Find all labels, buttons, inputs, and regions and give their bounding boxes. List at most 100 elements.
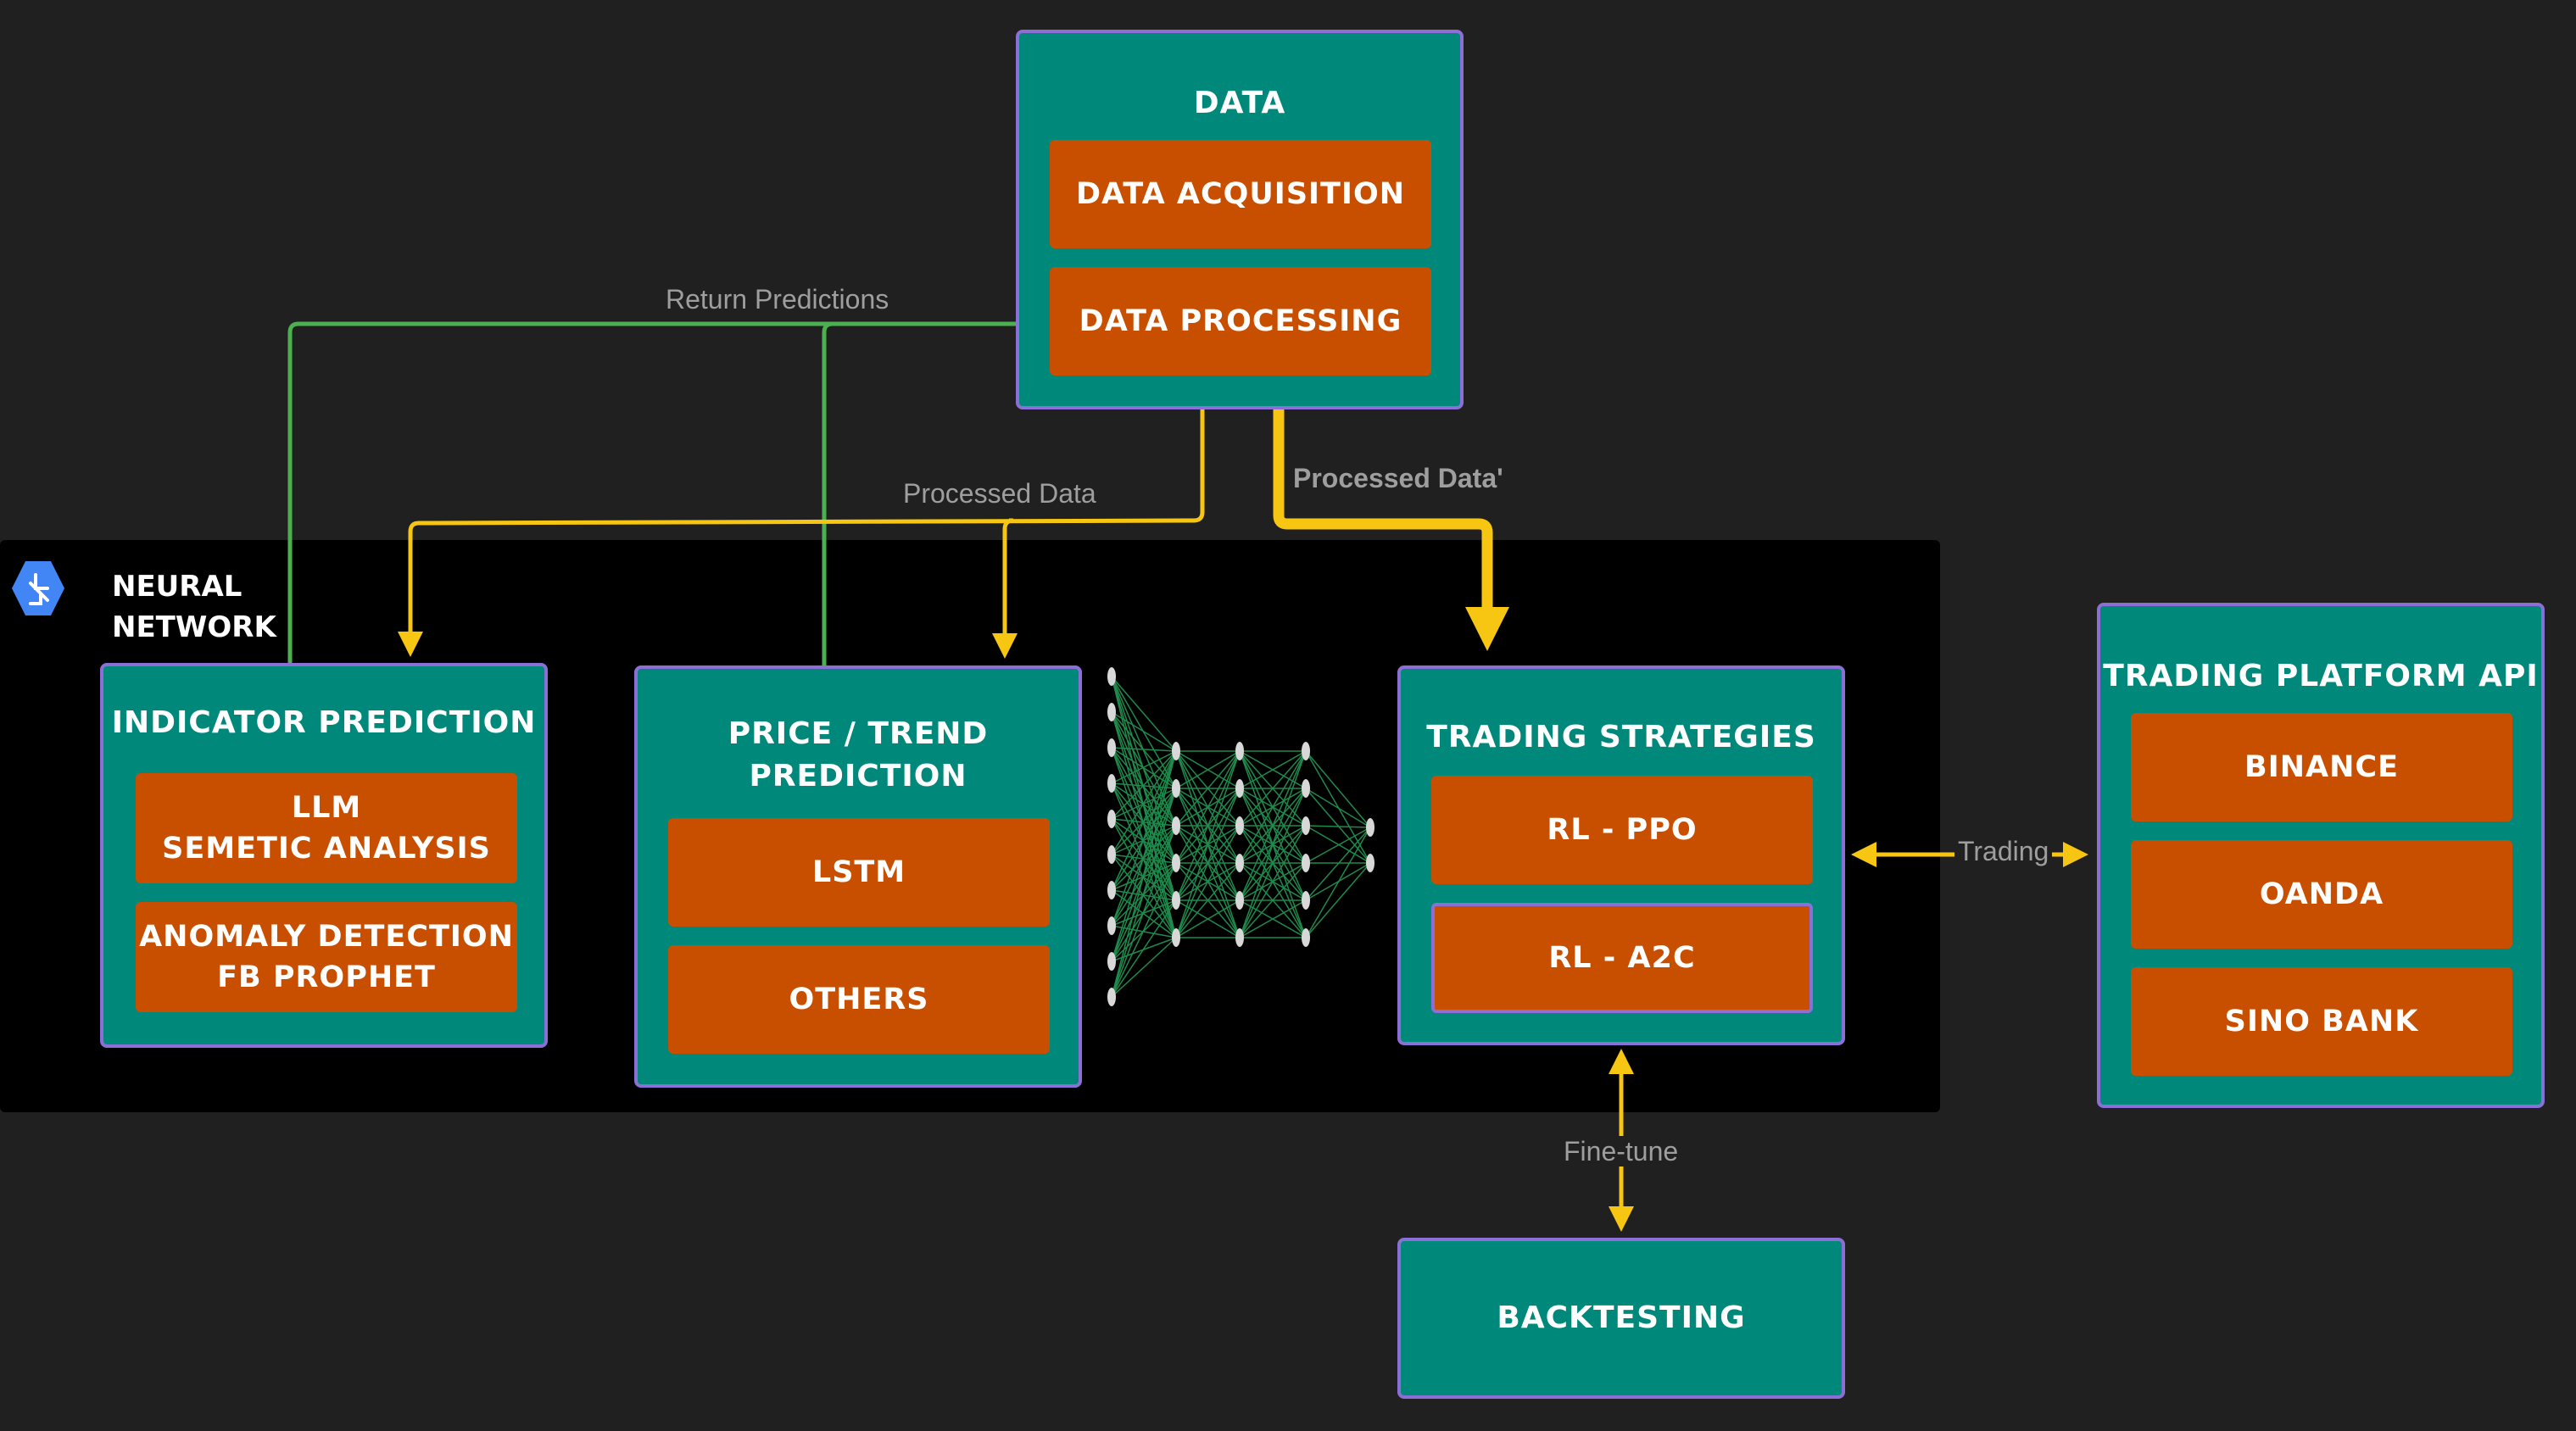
processed-data-prime-label: Processed Data' <box>1293 463 1503 493</box>
processed-data-arrow-indicator <box>398 377 1205 657</box>
data-processing-item: DATA PROCESSING <box>1050 267 1431 376</box>
nn-connection <box>1111 937 1177 998</box>
nn-node <box>1172 854 1180 872</box>
nn-node <box>1302 854 1310 872</box>
processed-data-arrow-price <box>992 518 1018 659</box>
neural-network-graphic <box>1107 667 1374 1006</box>
nn-connection <box>1239 899 1307 938</box>
indicator-prediction-box: INDICATOR PREDICTION LLM SEMETIC ANALYSI… <box>100 663 548 1048</box>
indicator-prediction-title: INDICATOR PREDICTION <box>111 705 537 740</box>
nn-node <box>1302 742 1310 760</box>
nn-connection <box>1111 899 1177 998</box>
neural-network-icon <box>12 561 64 615</box>
nn-connection <box>1111 750 1177 784</box>
nn-connection <box>1111 747 1177 752</box>
rl-ppo-item: RL - PPO <box>1431 776 1813 884</box>
nn-connection <box>1111 750 1177 927</box>
nn-connection <box>1175 862 1241 938</box>
price-trend-prediction-title: PRICE / TREND PREDICTION <box>728 716 989 793</box>
nn-connection <box>1111 750 1177 820</box>
llm-semetic-analysis-item: LLM SEMETIC ANALYSIS <box>136 773 517 883</box>
nn-connection <box>1175 899 1241 938</box>
nn-connection <box>1305 825 1371 828</box>
nn-node <box>1107 774 1116 793</box>
nn-connection <box>1111 750 1177 891</box>
nn-connection <box>1111 818 1177 901</box>
processed-data-label: Processed Data <box>903 478 1096 509</box>
nn-connection <box>1239 788 1307 938</box>
nn-connection <box>1111 747 1177 864</box>
nn-connection <box>1111 782 1177 901</box>
nn-connection <box>1305 827 1371 938</box>
data-box-title: DATA <box>1193 86 1286 120</box>
nn-node <box>1235 854 1244 872</box>
nn-connection <box>1111 854 1177 901</box>
fine-tune-label: Fine-tune <box>1560 1136 1682 1167</box>
nn-connection <box>1111 818 1177 938</box>
nn-connection <box>1305 750 1371 864</box>
return-predictions-arrow-price <box>822 321 1036 665</box>
trading-label: Trading <box>1954 836 2053 866</box>
nn-node <box>1366 854 1374 872</box>
data-acquisition-item: DATA ACQUISITION <box>1050 140 1431 248</box>
backtesting-title: BACKTESTING <box>1497 1300 1746 1335</box>
lstm-item: LSTM <box>668 818 1050 927</box>
return-predictions-label: Return Predictions <box>666 284 889 315</box>
nn-connection <box>1111 676 1177 789</box>
trading-platform-api-title: TRADING PLATFORM API <box>2103 659 2539 693</box>
nn-node <box>1172 779 1180 798</box>
nn-connection <box>1175 750 1241 789</box>
nn-node <box>1107 988 1116 1006</box>
nn-connection <box>1175 750 1241 827</box>
nn-connection <box>1239 750 1307 938</box>
sino-bank-item: SINO BANK <box>2131 967 2512 1076</box>
nn-node <box>1302 816 1310 835</box>
nn-connection <box>1175 788 1241 938</box>
nn-connection <box>1239 825 1307 938</box>
nn-connection <box>1239 750 1307 901</box>
nn-connection <box>1239 862 1307 938</box>
processed-data-prime-arrow <box>1273 377 1509 651</box>
nn-connection <box>1175 825 1241 938</box>
return-predictions-arrow-indicator <box>287 311 1049 663</box>
nn-node <box>1107 738 1116 757</box>
nn-node <box>1235 928 1244 947</box>
nn-connection <box>1305 862 1371 938</box>
nn-node <box>1172 742 1180 760</box>
nn-node <box>1107 952 1116 971</box>
nn-connection <box>1305 750 1371 828</box>
binance-item: BINANCE <box>2131 713 2512 821</box>
nn-node <box>1107 916 1116 935</box>
nn-connection <box>1111 711 1177 752</box>
nn-node <box>1235 779 1244 798</box>
trading-strategies-title: TRADING STRATEGIES <box>1426 720 1816 754</box>
nn-node <box>1302 891 1310 910</box>
trading-platform-api-box: TRADING PLATFORM API BINANCE OANDA SINO … <box>2097 603 2545 1108</box>
nn-connection <box>1175 750 1241 864</box>
nn-node <box>1107 667 1116 686</box>
nn-connection <box>1305 827 1371 901</box>
anomaly-detection-item: ANOMALY DETECTION FB PROPHET <box>136 902 517 1012</box>
backtesting-box: BACKTESTING <box>1397 1238 1845 1399</box>
others-item: OTHERS <box>668 945 1050 1054</box>
nn-node <box>1172 891 1180 910</box>
nn-connection <box>1111 676 1177 752</box>
nn-connection <box>1305 788 1371 828</box>
nn-connection <box>1239 750 1307 827</box>
nn-node <box>1235 816 1244 835</box>
price-trend-prediction-box: PRICE / TREND PREDICTION LSTM OTHERS <box>634 665 1082 1088</box>
nn-connection <box>1111 825 1177 998</box>
nn-connection <box>1305 825 1371 864</box>
nn-node <box>1302 779 1310 798</box>
nn-connection <box>1111 862 1177 998</box>
nn-connection <box>1111 750 1177 998</box>
nn-node <box>1235 891 1244 910</box>
data-box: DATA DATA ACQUISITION DATA PROCESSING <box>1016 30 1464 409</box>
nn-node <box>1235 742 1244 760</box>
nn-node <box>1107 810 1116 828</box>
nn-connection <box>1111 750 1177 855</box>
nn-node <box>1172 928 1180 947</box>
nn-node <box>1366 818 1374 837</box>
nn-connection <box>1239 750 1307 864</box>
